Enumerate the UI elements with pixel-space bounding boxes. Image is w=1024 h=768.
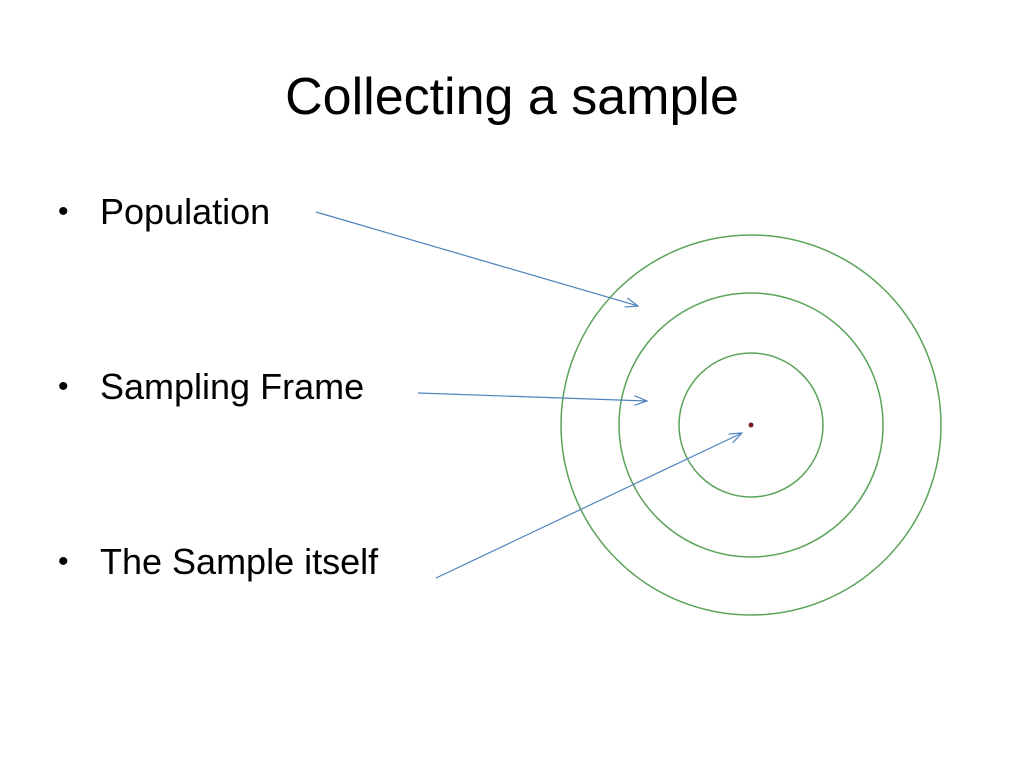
bullet-label-sample-itself: The Sample itself	[100, 541, 379, 582]
bullet-population: • Population	[58, 190, 270, 234]
bullet-sampling-frame: • Sampling Frame	[58, 365, 364, 409]
bullet-sample-itself: • The Sample itself	[58, 540, 378, 584]
bullet-marker: •	[58, 370, 69, 403]
sample-center-dot	[748, 422, 754, 428]
bullet-marker: •	[58, 195, 69, 228]
slide-title: Collecting a sample	[285, 68, 739, 126]
population-arrow	[315, 211, 638, 306]
sample-arrow	[435, 433, 742, 579]
bullet-marker: •	[58, 545, 69, 578]
bullet-label-population: Population	[100, 191, 271, 232]
bullet-label-sampling-frame: Sampling Frame	[100, 366, 365, 407]
sampling-frame-ring	[618, 292, 884, 558]
sample-ring	[678, 352, 824, 498]
population-ring	[560, 234, 942, 616]
sampling-frame-arrow	[417, 392, 647, 401]
